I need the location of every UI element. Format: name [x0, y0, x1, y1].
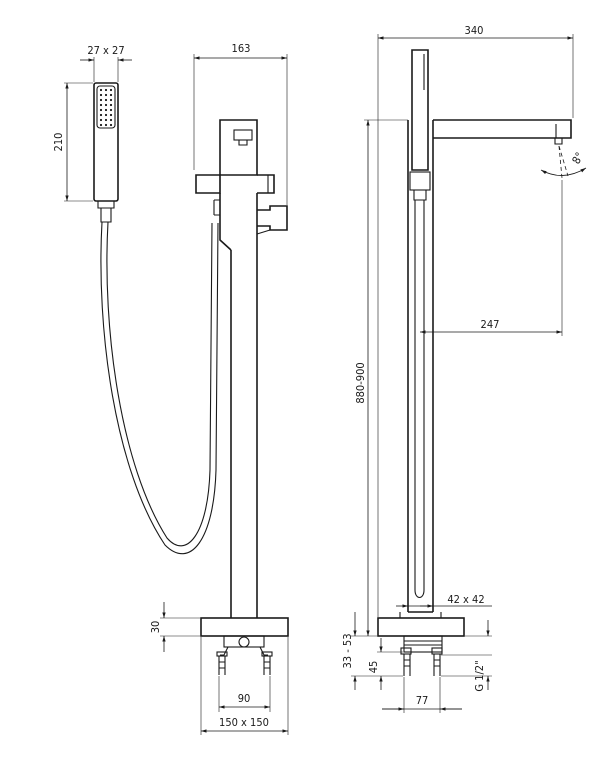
dim-front-width: 163: [232, 42, 251, 55]
right-dimensions: [351, 34, 574, 713]
dim-height-range: 880-900: [354, 362, 367, 403]
hand-shower: [93, 82, 119, 223]
dim-handshower-length: 210: [52, 133, 65, 152]
floor-connectors-side: [400, 635, 443, 676]
shower-hose: [100, 221, 219, 555]
dim-connection-thread: G 1/2": [473, 660, 486, 691]
mixer-front-view: [195, 119, 289, 675]
spray-nozzles-grid: [99, 88, 113, 127]
dim-spout-reach: 247: [481, 318, 500, 331]
dim-feet-depth: 77: [416, 694, 429, 707]
left-dimensions: [64, 54, 289, 735]
dim-base-size: 150 x 150: [219, 716, 269, 729]
spout-angle: [540, 145, 587, 179]
dim-side-projection: 340: [465, 24, 484, 37]
dim-spout-angle: 8°: [570, 150, 587, 166]
dim-handshower-section: 27 x 27: [87, 44, 124, 57]
dim-floor-range: 33 - 53: [341, 633, 354, 668]
floor-connectors-front: [216, 635, 273, 675]
dim-feet-spacing: 90: [238, 692, 251, 705]
dim-column-section: 42 x 42: [447, 593, 484, 606]
dim-base-height: 30: [149, 621, 162, 634]
dim-flange-height: 45: [367, 661, 380, 674]
mixer-side-view: [377, 49, 572, 676]
